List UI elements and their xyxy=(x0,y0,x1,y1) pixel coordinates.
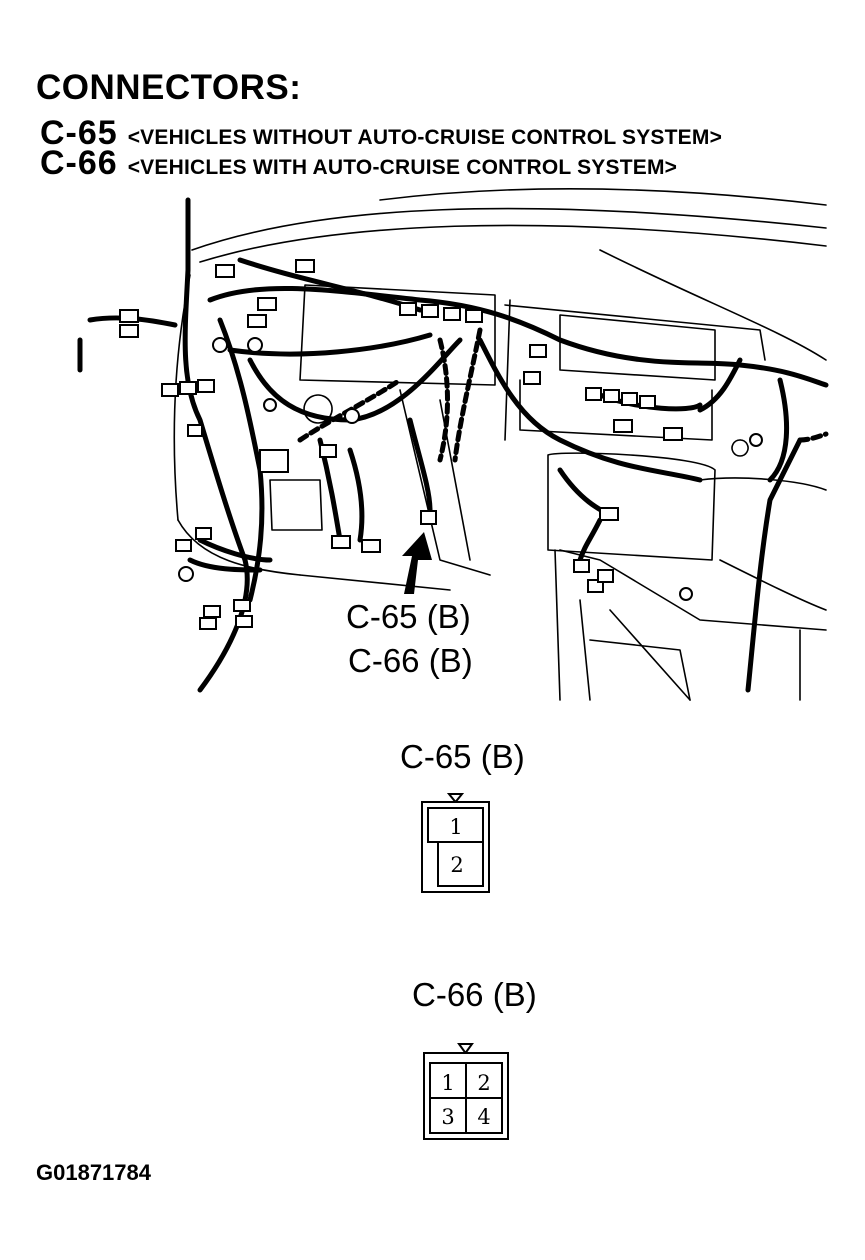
location-arrow xyxy=(402,532,432,594)
c66-pin-1: 1 xyxy=(441,1071,454,1095)
dashboard-outline xyxy=(173,188,827,701)
c66-pin-2: 2 xyxy=(477,1071,490,1095)
pin-numbers: 1 2 1 2 3 4 xyxy=(441,815,490,1129)
figure-id: G01871784 xyxy=(36,1160,151,1185)
c65-pin-1: 1 xyxy=(449,815,462,839)
c65-detail-label: C-65 (B) xyxy=(400,738,525,775)
c66-pin-4: 4 xyxy=(477,1105,490,1129)
c65-c66-location-connector xyxy=(420,510,437,525)
connector-line-c66: C-66 <VEHICLES WITH AUTO-CRUISE CONTROL S… xyxy=(40,144,677,183)
connector-description: <VEHICLES WITHOUT AUTO-CRUISE CONTROL SY… xyxy=(127,126,723,149)
connector-line-c65: C-65 <VEHICLES WITHOUT AUTO-CRUISE CONTRO… xyxy=(40,114,722,153)
c66-pin-3: 3 xyxy=(441,1105,454,1129)
connector-code: C-66 xyxy=(40,144,118,182)
c65-connector-face xyxy=(421,793,490,893)
location-callout-c65: C-65 (B) xyxy=(346,598,471,635)
c65-pin-2: 2 xyxy=(450,853,463,877)
c66-connector-face xyxy=(423,1043,509,1140)
connector-code: C-65 xyxy=(40,114,118,152)
harness-connectors xyxy=(119,259,763,630)
connector-description: <VEHICLES WITH AUTO-CRUISE CONTROL SYSTE… xyxy=(127,156,678,179)
location-callout-c66: C-66 (B) xyxy=(348,642,473,679)
diagram-title: CONNECTORS: xyxy=(36,68,302,107)
c66-detail-label: C-66 (B) xyxy=(412,976,537,1013)
wire-harness-dashed xyxy=(297,327,829,463)
